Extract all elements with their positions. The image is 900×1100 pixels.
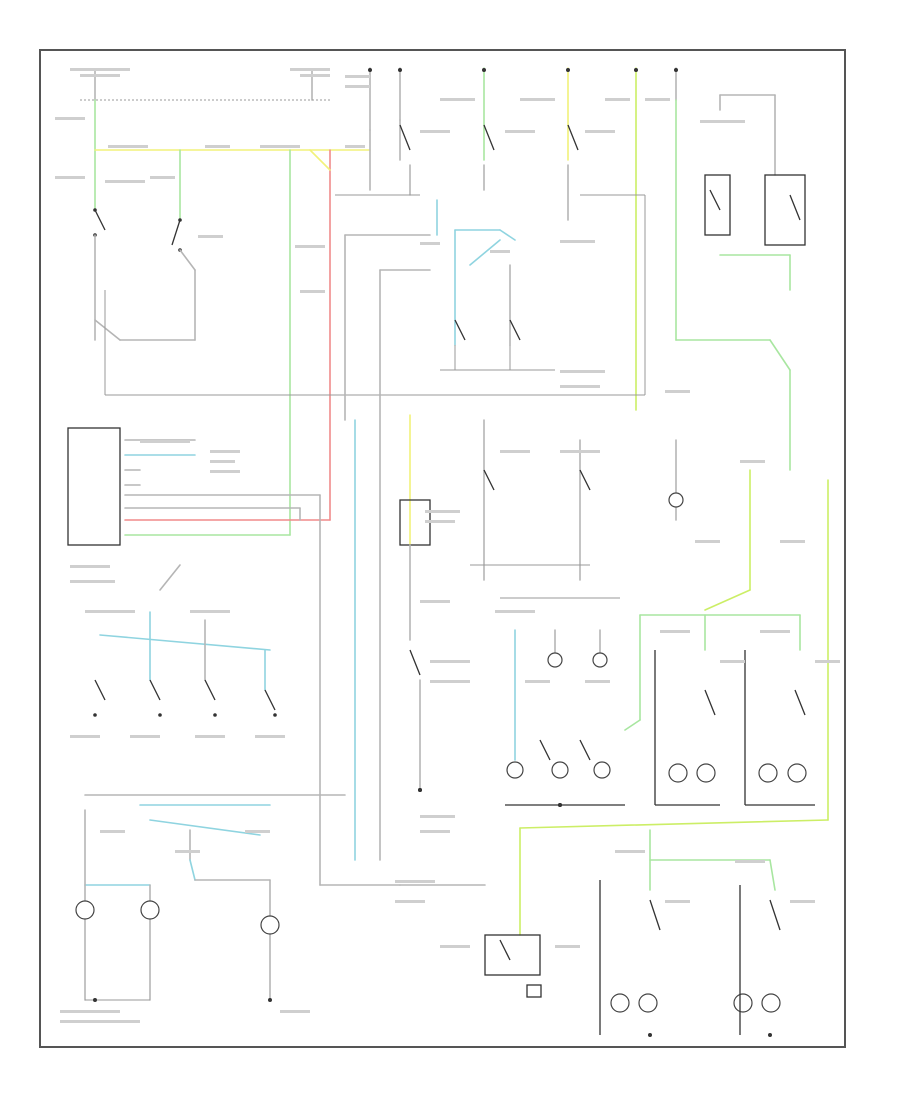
diagram-frame: [39, 49, 846, 1048]
lamp-icon: [75, 900, 95, 920]
right-middle-circuit: [624, 614, 815, 806]
lamp-icon: [260, 915, 280, 935]
left-lower-switches: [93, 564, 277, 717]
lamp-icon: [610, 993, 630, 1013]
relay-right: [764, 174, 806, 246]
lamp-icon: [140, 900, 160, 920]
label-marks: [55, 68, 840, 1023]
lamp-icon: [551, 761, 569, 779]
lamp-icon: [506, 761, 524, 779]
center-top-switches: [335, 119, 645, 861]
top-feeds: [80, 67, 678, 411]
lamp-icon: [547, 652, 563, 668]
switch-icon: [93, 208, 106, 237]
ground-icon: [93, 788, 772, 1037]
lamp-icon: [758, 763, 778, 783]
bottom-right-circuit: [319, 819, 829, 1035]
lamp-icon: [592, 652, 608, 668]
connector-icon: [67, 427, 331, 886]
right-top-circuit: [675, 94, 829, 821]
switch-icon: [171, 218, 182, 252]
left-bottom-lamps: [75, 794, 346, 1001]
connector-icon: [526, 984, 542, 998]
lamp-icon: [696, 763, 716, 783]
relay-left: [704, 174, 731, 236]
lamp-icon: [668, 492, 684, 508]
lamp-icon: [638, 993, 658, 1013]
lamp-icon: [593, 761, 611, 779]
lamp-icon: [761, 993, 781, 1013]
left-upper-circuit: [93, 99, 646, 536]
lamp-icon: [733, 993, 753, 1013]
relay-bottom: [484, 934, 541, 976]
lamp-icon: [668, 763, 688, 783]
lamp-icon: [787, 763, 807, 783]
center-lower-circuit: [399, 414, 684, 807]
